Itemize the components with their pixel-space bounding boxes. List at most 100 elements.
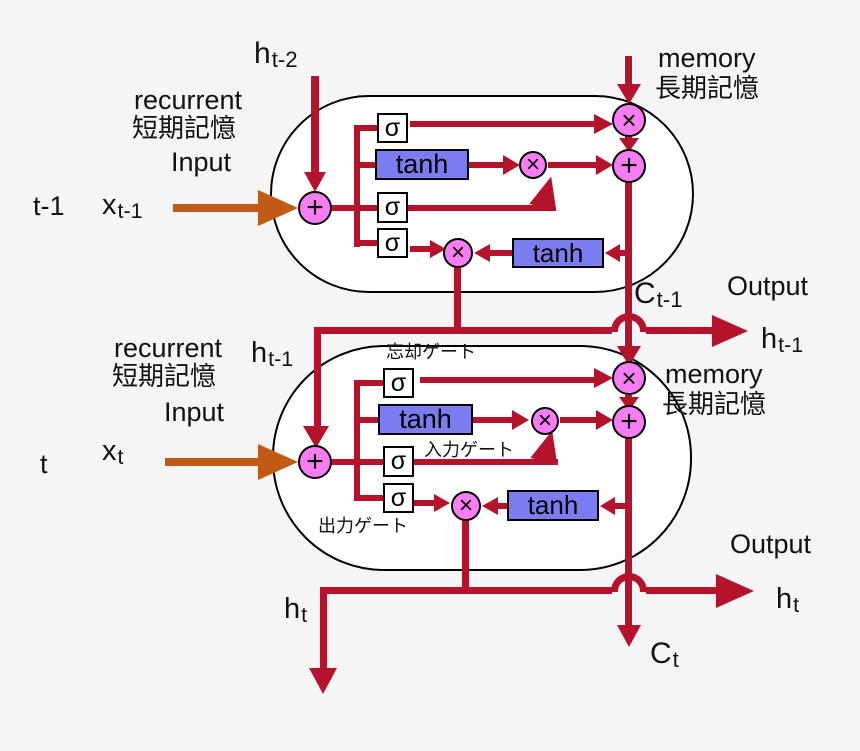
cell-state-prev-label: Ct-1 (634, 277, 683, 313)
hidden-curr-down-base: h (284, 593, 301, 625)
hidden-bus-left-prev (314, 327, 612, 334)
input-prev-line (173, 204, 258, 212)
input-prev-sub: t-1 (117, 199, 143, 224)
multiply-glyph: × (537, 407, 552, 434)
output-sigma-gate-prev: σ (377, 228, 408, 258)
tanh-glyph: tanh (399, 404, 452, 434)
sigma-glyph: σ (384, 193, 401, 221)
outputgate-out-line-curr (414, 500, 434, 506)
sigma-glyph: σ (384, 228, 401, 257)
output-label-curr: Output (730, 529, 812, 559)
concat-add-node-prev: + (298, 191, 332, 225)
sigma-glyph: σ (390, 483, 407, 512)
hidden-bus-right-curr (646, 587, 716, 594)
forget-to-add-arrowhead-icon (619, 138, 639, 152)
hidden-prev-in-label: ht-2 (254, 37, 298, 73)
candidate-tanh-gate-curr: tanh (378, 404, 473, 435)
forget-multiply-node-prev: × (612, 103, 646, 137)
gate-branch-line-curr (354, 380, 360, 500)
add-glyph: + (620, 405, 638, 438)
hidden-prev-in-base: h (254, 37, 271, 70)
input-curr-line (165, 458, 258, 466)
hidden-bus-left-curr (320, 587, 612, 594)
stub-candidate-curr (354, 417, 384, 423)
stub-candidate-prev (354, 162, 378, 168)
outputgate-out-arrowhead-icon (434, 494, 450, 512)
hidden-prev-in-sub: t-2 (271, 47, 298, 73)
stub-forget-curr (354, 380, 384, 386)
hidden-prev-in-line (311, 76, 319, 174)
inputgate-out-line-curr (414, 459, 558, 465)
state-add-node-prev: + (612, 149, 646, 183)
outputgate-out-line-prev (410, 246, 432, 252)
add-glyph: + (306, 445, 324, 478)
line-bridge-icon-curr (611, 573, 647, 592)
candidate-out-line-prev (469, 162, 503, 168)
hidden-curr-in-label: ht-1 (251, 337, 294, 372)
forget-sigma-gate-curr: σ (383, 368, 414, 398)
cell-state-line-prev (625, 180, 632, 348)
forget-sigma-gate-prev: σ (377, 113, 408, 143)
hidden-out-arrowhead-icon-curr (716, 574, 754, 608)
output-multiply-node-curr: × (451, 491, 481, 521)
multiply-glyph: × (450, 239, 465, 266)
input-prev-base: x (102, 189, 117, 221)
candidate-tanh-gate-prev: tanh (375, 149, 469, 180)
output-multiply-node-prev: × (443, 238, 473, 268)
cell-state-curr-base: C (650, 637, 672, 670)
candidate-out-arrowhead-icon (512, 410, 529, 430)
state-tanh-arrowhead-icon-prev (474, 244, 490, 262)
input-curr-base: x (102, 435, 117, 467)
input-sigma-gate-curr: σ (383, 446, 414, 477)
hidden-prev-out-sub: t-1 (778, 333, 804, 358)
cell-state-prev-sub: t-1 (656, 287, 683, 313)
state-tanh-gate-curr: tanh (507, 490, 599, 521)
candidate-multiply-node-prev: × (519, 151, 547, 179)
stub-forget-prev (354, 125, 378, 131)
hidden-drop-line-prev (454, 266, 461, 332)
candidate-out-arrowhead-icon (503, 155, 520, 175)
annotation-recurrent-curr: recurrent (114, 333, 223, 363)
concat-add-node-curr: + (298, 445, 332, 479)
stub-output-curr (354, 495, 384, 501)
hidden-curr-in-sub: t-1 (268, 347, 294, 372)
input-curr-arrowhead-icon (258, 444, 298, 480)
concat-branch-line-curr (330, 459, 414, 465)
annotation-input-curr: Input (164, 397, 225, 427)
state-branch-arrowhead-icon-curr (600, 497, 615, 515)
input-prev-arrowhead-icon (258, 190, 298, 226)
input-curr-sub: t (117, 445, 124, 470)
hidden-curr-out-sub: t (793, 593, 800, 618)
stub-output-prev (354, 240, 378, 246)
input-gate-name: 入力ゲート (424, 440, 514, 460)
time-label-curr: t (40, 449, 48, 479)
hidden-curr-down-label: ht (284, 593, 308, 628)
hidden-bus-right-prev (646, 327, 712, 334)
annotation-shortterm-prev: 短期記憶 (132, 113, 237, 143)
hidden-curr-down-sub: t (301, 603, 308, 628)
forget-out-arrowhead-icon (594, 114, 613, 134)
memory-label-prev-ja: 長期記憶 (655, 73, 760, 103)
forget-out-arrowhead-icon (594, 368, 613, 388)
sigma-glyph: σ (390, 368, 407, 397)
state-branch-line-curr (615, 503, 630, 509)
candidate-scaled-arrowhead-icon (596, 155, 613, 175)
multiply-glyph: × (621, 105, 637, 135)
hidden-out-arrowhead-icon-prev (712, 315, 748, 347)
cell-state-arrowhead-icon-curr (617, 625, 641, 647)
forget-gate-name: 忘却ゲート (386, 342, 476, 362)
forget-multiply-node-curr: × (612, 361, 646, 395)
output-sigma-gate-curr: σ (383, 483, 414, 513)
tanh-glyph: tanh (532, 237, 584, 268)
tanh-glyph: tanh (395, 149, 449, 179)
candidate-out-line-curr (473, 417, 512, 423)
annotation-recurrent-prev: recurrent (134, 85, 243, 115)
hidden-curr-out-base: h (776, 583, 793, 615)
candidate-scaled-line-prev (548, 162, 596, 168)
add-glyph: + (306, 191, 324, 224)
concat-branch-line-prev (329, 205, 413, 211)
state-tanh-line-curr (498, 503, 507, 509)
hidden-recurrent-line-prev (314, 327, 321, 430)
hidden-curr-in-base: h (251, 337, 268, 369)
tanh-glyph: tanh (527, 490, 579, 520)
